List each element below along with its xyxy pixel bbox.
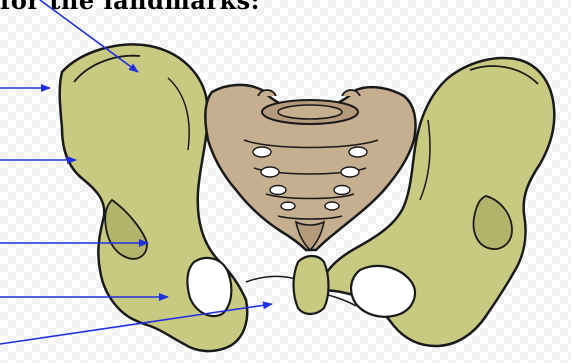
sacral-foramen-l3 [270, 186, 286, 195]
sacrum [205, 85, 415, 250]
sacral-foramen-r3 [334, 186, 350, 195]
left-pubic-ramus [246, 276, 298, 282]
sacral-canal [278, 105, 342, 119]
sacral-foramen-l1 [253, 147, 271, 157]
sacral-foramen-l2 [261, 167, 279, 177]
pubic-symphysis [294, 256, 329, 314]
sacral-foramen-r2 [341, 167, 359, 177]
sacral-foramen-l4 [281, 202, 295, 210]
sacral-foramen-r4 [325, 202, 339, 210]
sacral-foramen-r1 [349, 147, 367, 157]
